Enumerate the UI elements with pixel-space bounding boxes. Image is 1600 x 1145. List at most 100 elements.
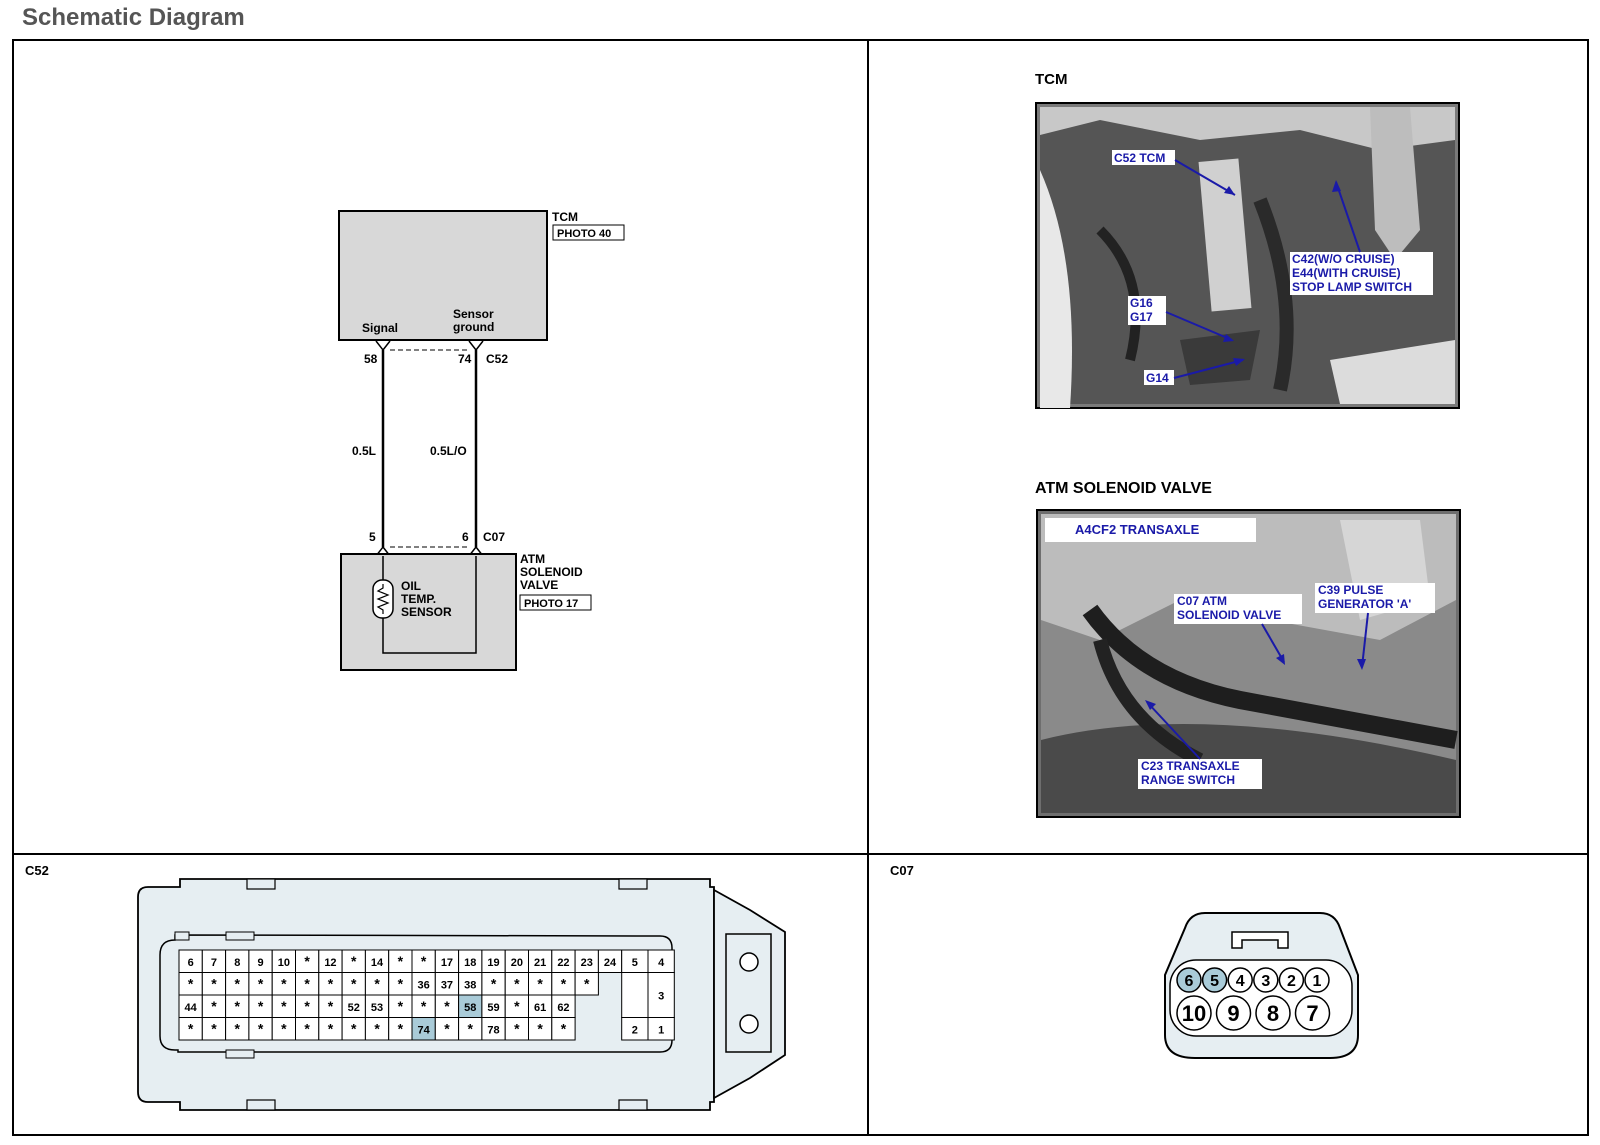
c52-pin-label: 44	[185, 1002, 198, 1014]
oil-temp-label-2: TEMP.	[401, 592, 436, 606]
c52-pin-label: *	[258, 975, 264, 991]
c52-pin-label: 52	[348, 1002, 360, 1014]
c52-pin-label: *	[561, 975, 567, 991]
callout-c07-line1: C07 ATM	[1177, 594, 1227, 608]
atm-label-2: SOLENOID	[520, 565, 583, 579]
c52-pin-label: *	[235, 975, 241, 991]
callout-g17: G17	[1130, 310, 1153, 324]
tcm-photo-panel: TCM C52 TCM C42(W/O CRUISE) E44(WITH CRU…	[1035, 71, 1460, 409]
c52-pin-label: 5	[632, 957, 638, 969]
c52-pin-label: *	[258, 1020, 264, 1036]
c52-pin-label: 14	[371, 957, 384, 969]
c52-pin-label: *	[398, 975, 404, 991]
c07-pin	[1304, 967, 1330, 993]
c52-pin-label: *	[211, 975, 217, 991]
oil-temp-label-3: SENSOR	[401, 605, 452, 619]
c07-connector-label: C07	[483, 530, 505, 544]
callout-c07-arrow	[1261, 623, 1285, 663]
c52-pin-label: *	[468, 1020, 474, 1036]
c07-pin	[1278, 967, 1305, 993]
page-title: Schematic Diagram	[22, 4, 245, 31]
c52-mount-hole-top	[739, 952, 759, 972]
c52-pin-label: 59	[487, 1002, 499, 1014]
c52-pin-label: 78	[487, 1024, 499, 1036]
callout-c42-line1: C42(W/O CRUISE)	[1292, 252, 1395, 266]
c52-pin-label: 61	[534, 1002, 546, 1014]
atm-photo-box	[519, 594, 592, 611]
atm-photo-ref: PHOTO 17	[524, 598, 578, 610]
atm-label-1: ATM	[520, 552, 545, 566]
c07-pin-label: 2	[1287, 973, 1296, 990]
callout-c23-line2: RANGE SWITCH	[1141, 773, 1235, 787]
c52-pin-label: 8	[234, 957, 240, 969]
c52-pin-label: *	[374, 975, 380, 991]
callout-c52-arrow	[1174, 159, 1236, 196]
c07-pin-label: 3	[1261, 973, 1270, 990]
callout-c42-line2: E44(WITH CRUISE)	[1292, 266, 1401, 280]
tcm-label: TCM	[552, 210, 578, 224]
c07-pin	[1253, 967, 1279, 993]
c52-pin-label: *	[514, 975, 520, 991]
callout-c23-line1: C23 TRANSAXLE	[1141, 759, 1240, 773]
c07-pin-label: 5	[1210, 973, 1219, 990]
c52-pin-label: *	[374, 1020, 380, 1036]
c52-pin-label: 1	[658, 1024, 664, 1036]
c52-pin-label: *	[398, 998, 404, 1014]
atm-photo-banner	[1045, 518, 1256, 542]
c52-pin-label: 2	[632, 1024, 638, 1036]
c52-pin-label: 37	[441, 979, 453, 991]
c52-pin-label: *	[421, 953, 427, 969]
c52-pin-label: 24	[604, 957, 617, 969]
atm-photo-panel: ATM SOLENOID VALVE A4CF2 TRANSAXLE C07 A…	[1035, 480, 1461, 818]
c52-pin-label: 62	[557, 1002, 569, 1014]
c07-pin	[1215, 995, 1252, 1031]
wire-right-spec: 0.5L/O	[430, 444, 467, 458]
c52-pin-label: *	[235, 1020, 241, 1036]
callout-g14-arrow	[1173, 359, 1244, 379]
c52-pin-label: 12	[324, 957, 336, 969]
c07-pin	[1176, 967, 1202, 993]
c07-pin-label: 6	[1185, 973, 1194, 990]
callout-g14: G14	[1146, 371, 1169, 385]
c07-lock-tab	[1231, 931, 1289, 949]
c07-pin	[1227, 967, 1253, 993]
c52-pin-label: *	[211, 998, 217, 1014]
atm-photo-heading: ATM SOLENOID VALVE	[1035, 480, 1212, 497]
signal-label: Signal	[362, 321, 398, 335]
c52-pin-label: *	[537, 1020, 543, 1036]
callout-c23-arrow	[1146, 701, 1201, 760]
c52-pin-cell	[647, 972, 675, 1018]
sheet-border	[12, 39, 1589, 1136]
c52-pin-label: *	[304, 998, 310, 1014]
c52-pin-label: 17	[441, 957, 453, 969]
c52-mount-hole-bottom	[739, 1014, 759, 1034]
wire-left-spec: 0.5L	[352, 444, 376, 458]
c52-pin-label: *	[351, 1020, 357, 1036]
callout-c39-line2: GENERATOR 'A'	[1318, 597, 1411, 611]
c52-pin-label: *	[351, 975, 357, 991]
connector-c52-label: C52	[25, 863, 49, 878]
connector-c07-label: C07	[890, 863, 914, 878]
c52-pin-label: *	[328, 975, 334, 991]
atm-banner-text: A4CF2 TRANSAXLE	[1075, 522, 1200, 537]
callout-g16: G16	[1130, 296, 1153, 310]
c52-pin-label: *	[421, 998, 427, 1014]
atm-label-3: VALVE	[520, 578, 558, 592]
c52-pin-label: 10	[278, 957, 290, 969]
thermistor-icon	[372, 579, 394, 619]
callout-c39-arrow	[1361, 612, 1369, 668]
tcm-module-box	[338, 210, 548, 341]
sensor-ground-label-2: ground	[453, 320, 494, 334]
tcm-photo-heading: TCM	[1035, 71, 1068, 88]
c52-pin-label: 20	[511, 957, 523, 969]
c52-pin-label: *	[398, 953, 404, 969]
c52-pin-label: *	[537, 975, 543, 991]
c52-pin-label: *	[188, 975, 194, 991]
pin-58-terminal	[375, 340, 391, 352]
c07-pin-label: 7	[1306, 1001, 1318, 1026]
pin-5-label: 5	[369, 530, 376, 544]
c52-pin-label: *	[514, 1020, 520, 1036]
